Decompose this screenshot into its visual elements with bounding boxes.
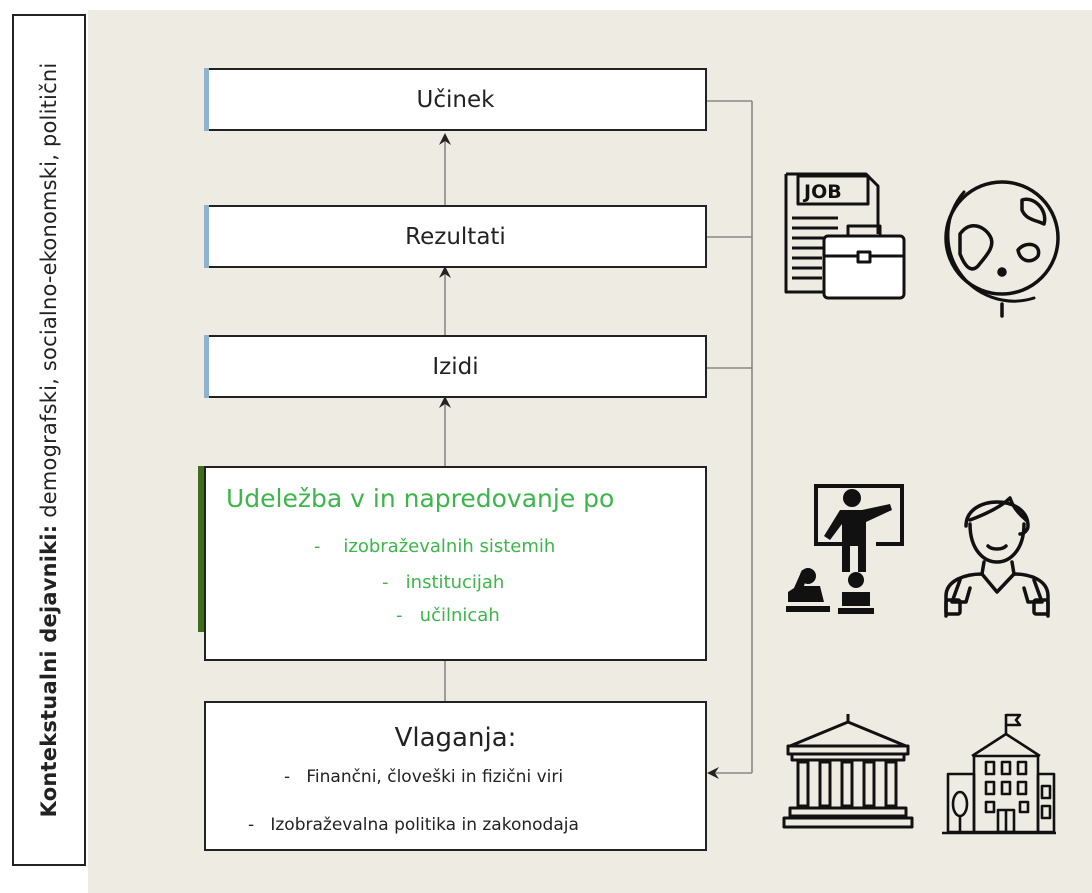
job-briefcase-icon: JOB [784,172,906,300]
school-building-icon [942,713,1056,835]
globe-icon [944,180,1060,318]
investments-item-label: Finančni, človeški in fizični viri [306,767,564,787]
investments-dash: - [248,815,255,835]
investments-item: - Finančni, človeški in fizični viri [284,767,563,787]
participation-dash: - [382,572,389,593]
job-icon-text: JOB [802,181,842,203]
investments-item: - Izobraževalna politika in zakonodaja [248,815,579,835]
izidi-label: Izidi [432,353,479,380]
ucinek-box: Učinek [204,68,707,131]
government-building-icon [782,714,914,829]
participation-box: Udeležba v in napredovanje po - izobraže… [204,466,707,661]
student-icon [944,496,1050,618]
ucinek-label: Učinek [416,86,495,113]
participation-accent-bar [198,466,206,632]
participation-item-label: institucijah [405,572,505,593]
investments-item-label: Izobraževalna politika in zakonodaja [270,815,579,835]
investments-title: Vlaganja: [394,723,517,753]
participation-item: - učilnicah [396,605,500,626]
rezultati-box: Rezultati [204,205,707,268]
investments-box: Vlaganja: - Finančni, človeški in fizičn… [204,701,707,851]
participation-item: - izobraževalnih sistemih [314,536,555,557]
participation-item-label: izobraževalnih sistemih [343,536,556,557]
participation-dash: - [314,536,321,557]
teacher-classroom-icon [786,484,904,614]
participation-title: Udeležba v in napredovanje po [226,484,615,513]
participation-item-label: učilnicah [419,605,500,626]
participation-item: - institucijah [382,572,504,593]
izidi-box: Izidi [204,335,707,398]
rezultati-label: Rezultati [405,223,506,250]
participation-dash: - [396,605,403,626]
contextual-factors-box [12,14,86,866]
investments-dash: - [284,767,291,787]
